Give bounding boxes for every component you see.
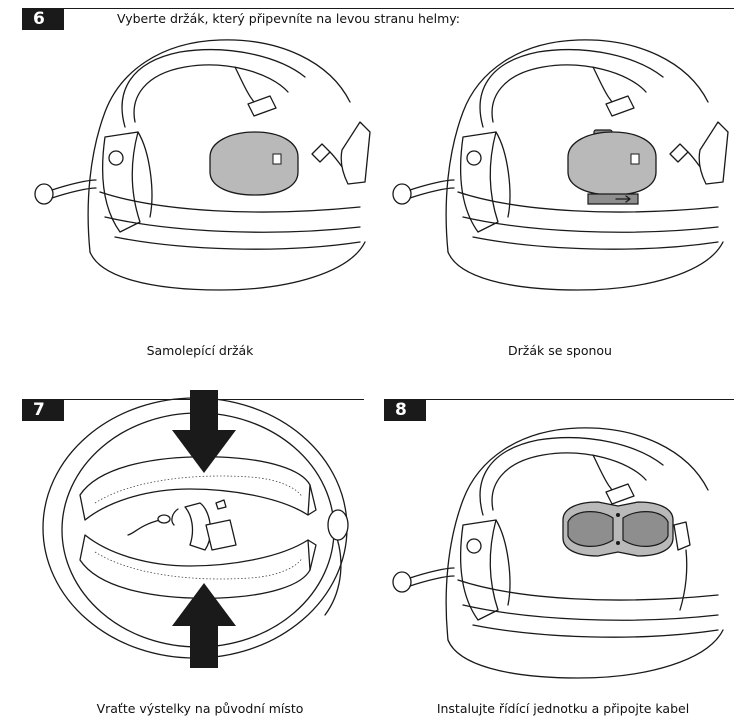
step-6-badge: 6 (22, 8, 64, 30)
step-6-rule (64, 8, 734, 9)
caption-step-7: Vraťte výstelky na původní místo (80, 701, 320, 716)
helmet-clamp-holder-illustration (388, 32, 733, 292)
step-6-instruction: Vyberte držák, který připevníte na levou… (117, 11, 460, 26)
caption-adhesive-holder: Samolepící držák (120, 343, 280, 358)
helmet-liner-illustration (40, 385, 370, 685)
step-8-rule (426, 399, 734, 400)
helmet-adhesive-holder-illustration (30, 32, 370, 292)
caption-step-8: Instalujte řídící jednotku a připojte ka… (418, 701, 708, 716)
helmet-control-unit-illustration (388, 410, 733, 680)
caption-clamp-holder: Držák se sponou (480, 343, 640, 358)
